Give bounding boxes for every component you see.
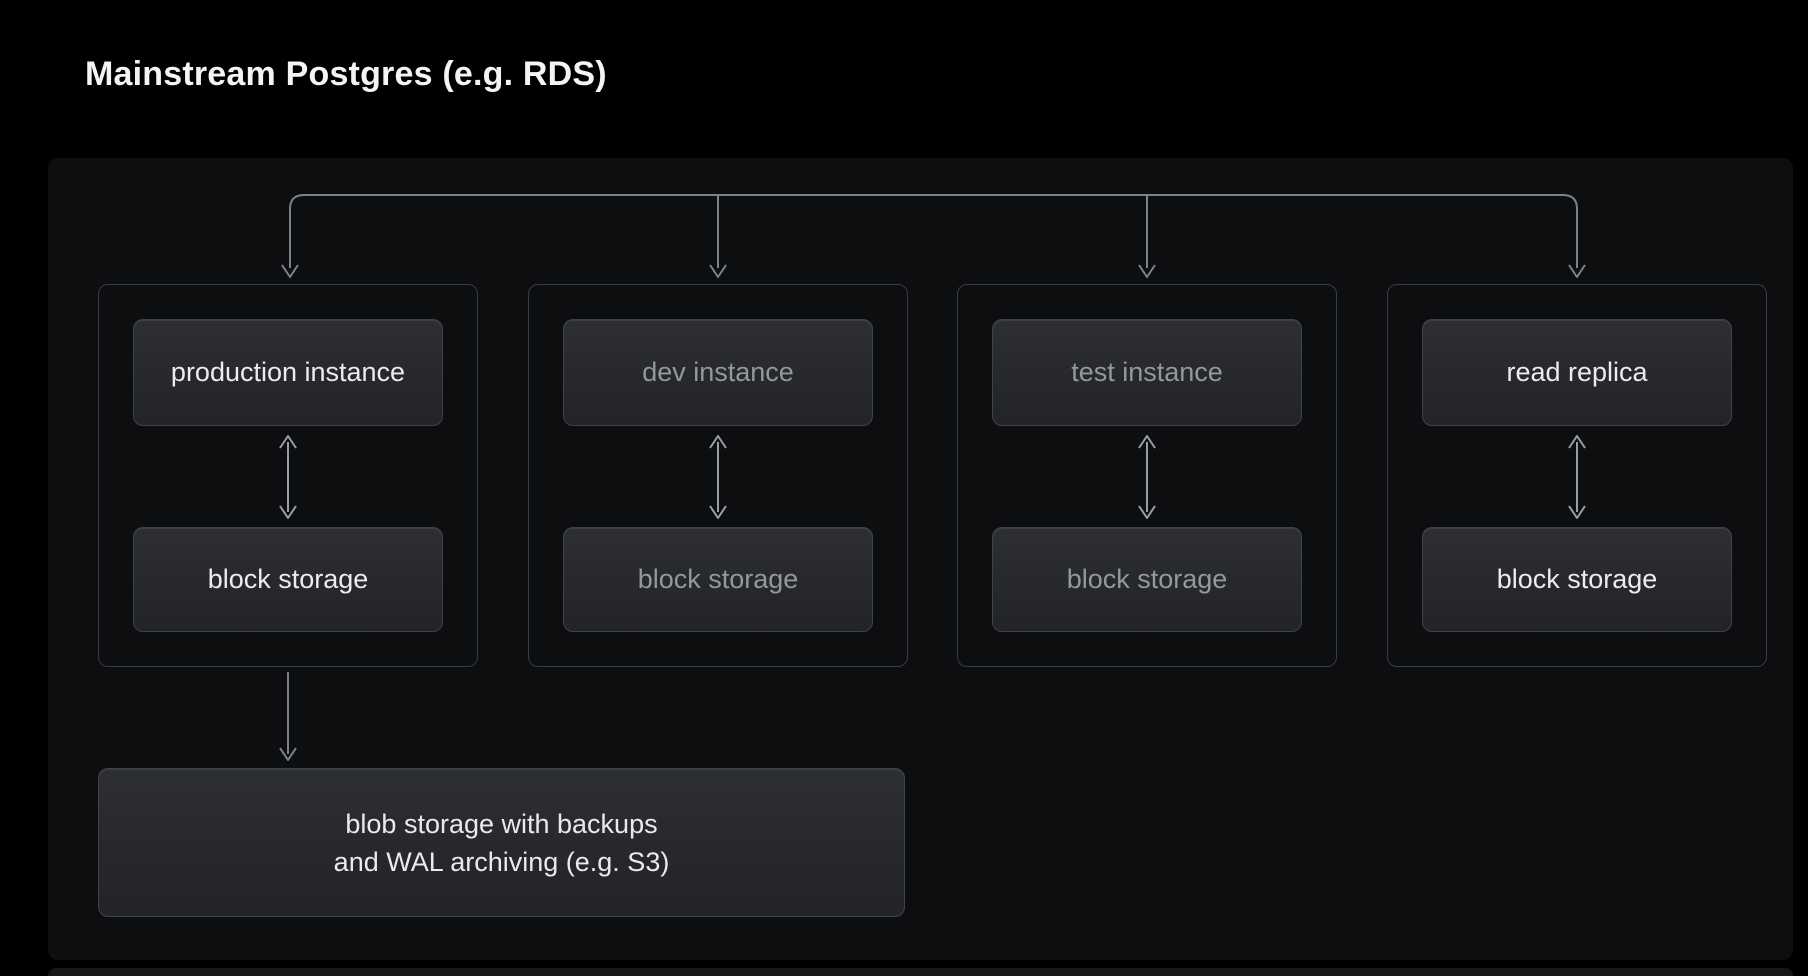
- group-production: production instance block storage: [98, 284, 478, 667]
- node-block-storage-read-replica: block storage: [1422, 527, 1732, 632]
- node-block-storage-test: block storage: [992, 527, 1302, 632]
- node-label: block storage: [1066, 564, 1228, 595]
- node-production-instance: production instance: [133, 319, 443, 426]
- node-label: block storage: [207, 564, 369, 595]
- page-title: Mainstream Postgres (e.g. RDS): [85, 55, 607, 93]
- node-label: read replica: [1506, 357, 1648, 388]
- node-label: block storage: [1496, 564, 1658, 595]
- node-label: test instance: [1071, 357, 1223, 388]
- group-read-replica: read replica block storage: [1387, 284, 1767, 667]
- node-test-instance: test instance: [992, 319, 1302, 426]
- node-label: block storage: [637, 564, 799, 595]
- node-label: dev instance: [642, 357, 794, 388]
- node-label: production instance: [170, 357, 406, 388]
- blob-storage-line2: and WAL archiving (e.g. S3): [333, 846, 670, 877]
- next-section-top-edge: [48, 968, 1793, 976]
- group-dev: dev instance block storage: [528, 284, 908, 667]
- node-block-storage-dev: block storage: [563, 527, 873, 632]
- blob-storage-line1: blob storage with backups: [345, 808, 658, 839]
- node-dev-instance: dev instance: [563, 319, 873, 426]
- node-blob-storage: blob storage with backups and WAL archiv…: [98, 768, 905, 917]
- node-read-replica: read replica: [1422, 319, 1732, 426]
- node-block-storage-production: block storage: [133, 527, 443, 632]
- group-test: test instance block storage: [957, 284, 1337, 667]
